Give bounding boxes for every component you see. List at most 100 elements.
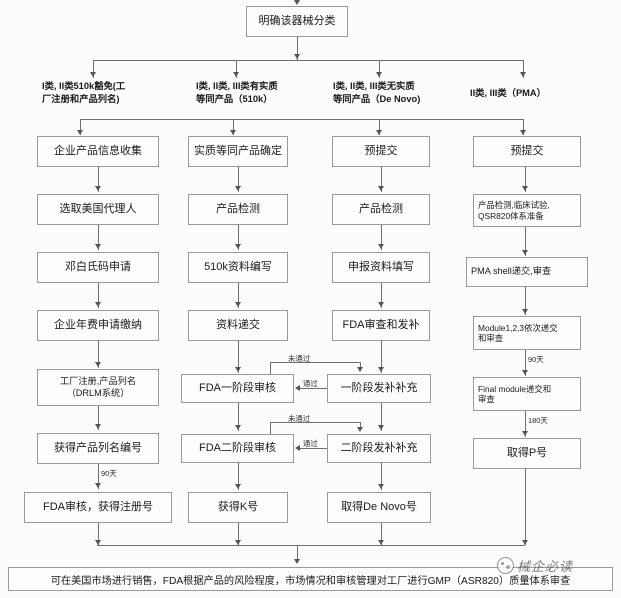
node-c2-k-number: 获得K号 bbox=[188, 492, 288, 523]
node-c1-duns-number: 邓白氏码申请 bbox=[37, 252, 159, 283]
arrow-column-2 bbox=[230, 130, 236, 135]
arrow-merge-c3 bbox=[377, 540, 384, 545]
edge-branch-drop-2 bbox=[236, 60, 237, 78]
arrow-branch-3 bbox=[376, 72, 382, 77]
edge-fail-stage2-across bbox=[270, 422, 360, 423]
arrow-fail-stage2 bbox=[357, 427, 363, 432]
arrow-c1-3 bbox=[94, 302, 101, 307]
arrow-c1-4 bbox=[94, 362, 101, 367]
node-c2-submission: 资料递交 bbox=[188, 310, 288, 341]
edge-column-drop-3 bbox=[379, 119, 380, 135]
edge-c2-3 bbox=[237, 283, 239, 308]
summary-statement: 可在美国市场进行销售，FDA根据产品的风险程度，市场情况和审核管理对工厂进行GM… bbox=[8, 567, 613, 591]
arrow-c1-1 bbox=[94, 186, 101, 191]
node-c2-fda-stage2-review: FDA二阶段审核 bbox=[181, 434, 294, 463]
arrow-branch-4 bbox=[520, 72, 526, 77]
branch-caption-510k: I类, II类, III类有实质 等同产品（510k） bbox=[196, 81, 278, 104]
arrow-c4-5 bbox=[521, 431, 528, 436]
node-c4-pma-shell: PMA shell递交,审查 bbox=[466, 257, 588, 287]
edge-c2-5 bbox=[237, 403, 239, 431]
edge-c2-1 bbox=[237, 167, 239, 192]
branch-caption-510k-exempt: I类, II类510k豁免(工 厂注册和产品列名) bbox=[42, 81, 126, 104]
arrow-c3-2 bbox=[377, 244, 384, 249]
edge-pass-stage1 bbox=[300, 388, 327, 389]
node-c1-facility-registration: 工厂注册,产品列名 （DRLM系统） bbox=[37, 369, 159, 406]
edge-fail-stage1-up bbox=[270, 362, 271, 374]
arrow-pass-stage1 bbox=[294, 384, 300, 391]
arrow-column-3 bbox=[376, 130, 382, 135]
arrow-c3-6 bbox=[377, 484, 384, 489]
edge-branch-bus bbox=[93, 60, 523, 61]
node-c1-us-agent: 选取美国代理人 bbox=[37, 194, 159, 225]
edge-merge-stem bbox=[296, 545, 298, 561]
branch-caption-pma: II类, III类（PMA） bbox=[470, 88, 546, 98]
edge-title-stem bbox=[296, 37, 298, 60]
edge-c1-4 bbox=[97, 341, 99, 368]
edge-column-drop-1 bbox=[80, 119, 81, 135]
arrow-merge-stem bbox=[293, 559, 300, 564]
arrow-column-4 bbox=[520, 130, 526, 135]
arrow-title-stem bbox=[293, 54, 300, 59]
edge-label-c4-180days: 180天 bbox=[528, 416, 548, 425]
edge-label-c4-90days: 90天 bbox=[528, 355, 544, 364]
node-c1-fda-review-reg-number: FDA审核，获得注册号 bbox=[24, 492, 172, 523]
node-c3-stage2-supplement: 二阶段发补补充 bbox=[327, 434, 431, 463]
edge-column-drop-2 bbox=[233, 119, 234, 135]
edge-c3-5 bbox=[380, 403, 382, 431]
arrow-c4-3 bbox=[521, 309, 528, 314]
edge-c1-6 bbox=[97, 464, 99, 489]
edge-c4-5 bbox=[524, 411, 526, 437]
edge-c2-4 bbox=[237, 341, 239, 373]
arrow-fail-stage1 bbox=[357, 367, 363, 372]
node-c2-predicate-determination: 实质等同产品确定 bbox=[188, 136, 288, 167]
node-c4-p-number: 取得P号 bbox=[473, 438, 581, 469]
arrow-c2-4 bbox=[234, 367, 241, 372]
edge-c4-3 bbox=[524, 287, 526, 315]
arrow-c2-5 bbox=[234, 425, 241, 430]
edge-c3-1 bbox=[380, 167, 382, 192]
node-c4-testing-clinical-qsr: 产品检测,临床试验, QSR820体系准备 bbox=[473, 194, 581, 227]
arrow-c3-1 bbox=[377, 186, 384, 191]
arrow-c1-2 bbox=[94, 244, 101, 249]
node-c1-listing-number: 获得产品列名编号 bbox=[37, 433, 159, 464]
node-c4-final-module: Final module递交和 审查 bbox=[473, 377, 581, 411]
edge-column-bus bbox=[80, 119, 523, 120]
arrow-c1-5 bbox=[94, 424, 101, 429]
watermark-label: 械企必读 bbox=[517, 560, 574, 575]
arrow-c2-1 bbox=[234, 186, 241, 191]
edge-c1-5 bbox=[97, 406, 99, 430]
arrow-branch-2 bbox=[233, 72, 239, 77]
branch-caption-de-novo: I类, II类, III类无实质 等同产品（De Novo) bbox=[333, 81, 421, 104]
edge-merge-bus bbox=[97, 545, 525, 546]
edge-c3-4 bbox=[380, 341, 382, 373]
node-c2-fda-stage1-review: FDA一阶段审核 bbox=[181, 374, 294, 403]
node-c2-product-testing: 产品检测 bbox=[188, 194, 288, 225]
edge-label-c1-90days: 90天 bbox=[101, 469, 117, 478]
arrow-branch-1 bbox=[90, 72, 96, 77]
arrow-into-title bbox=[293, 0, 300, 5]
arrow-pass-stage2 bbox=[294, 444, 300, 451]
arrow-c4-1 bbox=[521, 186, 528, 191]
node-c1-annual-fee: 企业年费申请缴纳 bbox=[37, 310, 159, 341]
arrow-merge-c1 bbox=[94, 540, 101, 545]
edge-fail-stage1-down bbox=[360, 362, 361, 369]
edge-branch-drop-3 bbox=[379, 60, 380, 78]
edge-c4-4 bbox=[524, 350, 526, 376]
edge-fail-stage2-down bbox=[360, 422, 361, 429]
edge-label-pass-stage1: 通过 bbox=[303, 379, 318, 388]
node-classification-title: 明确该器械分类 bbox=[246, 6, 348, 37]
node-c4-module-123: Module1,2,3依次递交 和审查 bbox=[473, 316, 581, 350]
arrow-c3-4 bbox=[377, 367, 384, 372]
node-c3-fda-review-and-deficiency: FDA审查和发补 bbox=[332, 310, 430, 341]
edge-c4-6 bbox=[524, 469, 526, 545]
edge-c2-7 bbox=[237, 523, 239, 545]
node-c3-application-filling: 申报资料填写 bbox=[332, 252, 430, 283]
edge-c3-6 bbox=[380, 463, 382, 490]
node-c4-pre-submission: 预提交 bbox=[473, 136, 581, 167]
watermark-logo-icon bbox=[497, 557, 514, 574]
arrow-c4-4 bbox=[521, 370, 528, 375]
edge-c2-2 bbox=[237, 225, 239, 250]
arrow-merge-c2 bbox=[234, 540, 241, 545]
edge-c3-7 bbox=[380, 523, 382, 545]
